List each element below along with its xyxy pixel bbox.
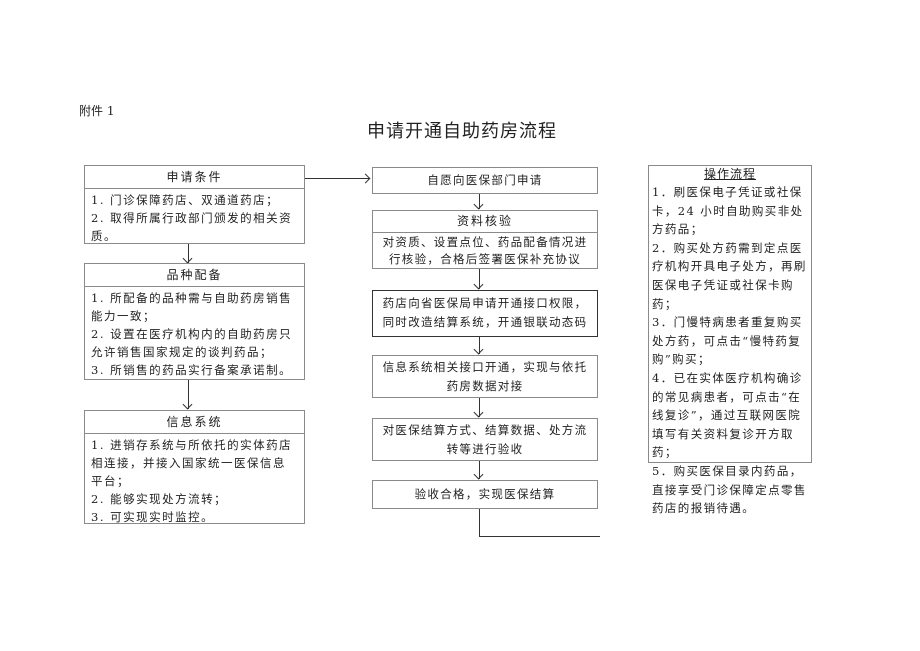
- requirements-header: 申请条件: [85, 166, 304, 189]
- operation-box: 操作流程 1．刷医保电子凭证或社保卡，24 小时自助购买非处方药品； 2．购买处…: [648, 165, 812, 515]
- attachment-label: 附件 1: [79, 104, 115, 118]
- info-system-box: 信息系统 1. 进销存系统与所依托的实体药店相连接，并接入国家统一医保信息平台；…: [84, 410, 305, 524]
- arrow-down: [188, 244, 189, 263]
- operation-item: 1．刷医保电子凭证或社保卡，24 小时自助购买非处方药品；: [652, 185, 804, 237]
- operation-item: 3．门慢特病患者重复购买处方药，可点击“慢特药复购”购买；: [652, 315, 803, 367]
- verify-body: 对资质、设置点位、药品配备情况进行核验，合格后签署医保补充协议: [382, 235, 588, 266]
- arrow-down: [479, 194, 480, 209]
- info-system-item: 3. 可实现实时监控。: [91, 510, 215, 524]
- arrow-down: [479, 269, 480, 289]
- arrow-down: [479, 461, 480, 479]
- arrow-down: [188, 380, 189, 409]
- arrow-right-head: [360, 173, 371, 184]
- operation-item: 4．已在实体医疗机构确诊的常见病患者，可点击“在线复诊”，通过互联网医院填写有关…: [652, 370, 803, 460]
- requirements-box: 申请条件 1. 门诊保障药店、双通道药店； 2. 取得所属行政部门颁发的相关资质…: [84, 165, 305, 244]
- step-verify: 资料核验 对资质、设置点位、药品配备情况进行核验，合格后签署医保补充协议: [372, 210, 598, 269]
- info-system-item: 1. 进销存系统与所依托的实体药店相连接，并接入国家统一医保信息平台；: [91, 438, 293, 488]
- connector-line: [305, 178, 369, 179]
- step-connect: 信息系统相关接口开通，实现与依托药房数据对接: [372, 355, 598, 398]
- info-system-header: 信息系统: [85, 411, 304, 434]
- variety-item: 3. 所销售的药品实行备案承诺制。: [91, 363, 293, 377]
- requirement-item: 1. 门诊保障药店、双通道药店；: [91, 193, 280, 207]
- variety-item: 2. 设置在医疗机构内的自助药房只允许销售国家规定的谈判药品；: [91, 327, 293, 359]
- step-interface: 药店向省医保局申请开通接口权限，同时改造结算系统，开通银联动态码: [372, 290, 598, 337]
- connector-line: [479, 536, 600, 537]
- step-settlement: 验收合格，实现医保结算: [372, 480, 598, 509]
- operation-item: 5．购买医保目录内药品，直接享受门诊保障定点零售药店的报销待遇。: [652, 463, 807, 516]
- step-apply: 自愿向医保部门申请: [372, 167, 598, 194]
- step-acceptance: 对医保结算方式、结算数据、处方流转等进行验收: [372, 418, 598, 461]
- info-system-item: 2. 能够实现处方流转；: [91, 492, 228, 506]
- arrow-down: [479, 337, 480, 354]
- variety-header: 品种配备: [85, 264, 304, 287]
- operation-item: 2．购买处方药需到定点医疗机构开具电子处方，再刷医保电子凭证或社保卡购药；: [652, 240, 807, 311]
- variety-item: 1. 所配备的品种需与自助药房销售能力一致；: [91, 291, 293, 323]
- arrow-down: [479, 398, 480, 417]
- connector-line: [479, 509, 480, 537]
- verify-header: 资料核验: [373, 211, 597, 233]
- page-title: 申请开通自助药房流程: [367, 121, 557, 142]
- requirement-item: 2. 取得所属行政部门颁发的相关资质。: [91, 211, 293, 243]
- operation-header: 操作流程: [703, 167, 756, 181]
- variety-box: 品种配备 1. 所配备的品种需与自助药房销售能力一致； 2. 设置在医疗机构内的…: [84, 263, 305, 380]
